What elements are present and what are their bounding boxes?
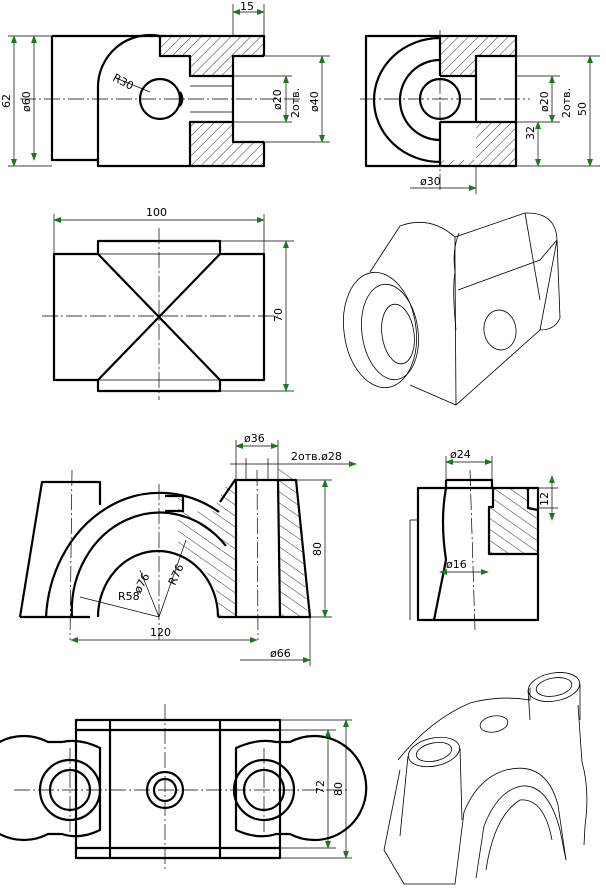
part1-front-dim-d60: ø60 xyxy=(20,91,33,112)
part1-side-dim-d20: ø20 xyxy=(538,91,551,112)
part2-iso-body xyxy=(383,688,588,885)
part1-side-dim-d20-note: 2отв. xyxy=(560,88,573,118)
part1-side-section-hatch-lower xyxy=(440,122,516,166)
part2-front-left-centerline xyxy=(69,469,73,641)
part2-side-dim-d24: ø24 xyxy=(450,448,471,461)
part1-front-boss-arc xyxy=(96,33,161,160)
part2-side-dim-d16: ø16 xyxy=(446,558,467,571)
part2-front-view: R58 ø76 R76 120 ø36 2отв.ø28 80 ø66 xyxy=(18,432,357,666)
part2-side-outline xyxy=(416,486,540,622)
part2-side-section-hatch xyxy=(489,488,538,554)
part1-side-outer-arc xyxy=(372,36,441,164)
part2-front-dim-d66: ø66 xyxy=(270,647,291,660)
part1-top-view: 100 70 xyxy=(42,206,294,400)
part2-front-bore xyxy=(234,479,282,618)
part2-front-right-centerline xyxy=(256,469,259,641)
part2-top-left-ear xyxy=(0,734,102,842)
part1-iso-body xyxy=(369,212,561,406)
part1-side-inner-arc xyxy=(398,58,441,142)
part2-front-dim-d76: ø76 xyxy=(131,571,152,595)
part2-iso-arch-inner xyxy=(475,785,567,879)
part2-front-inner-arch xyxy=(70,511,227,618)
part1-front-view: 15 R30 62 ø60 ø20 2отв. ø40 xyxy=(0,0,330,168)
part1-side-dim-50: 50 xyxy=(576,102,589,116)
part2-side-profile-curve xyxy=(432,487,448,621)
part2-iso-right-boss xyxy=(527,672,581,702)
part1-top-dim-100: 100 xyxy=(146,206,167,219)
part2-front-outline xyxy=(18,478,312,619)
part1-iso-bore xyxy=(381,303,415,365)
part1-front-dim-d20-note: 2отв. xyxy=(289,88,302,118)
part1-front-section-hatch-lower xyxy=(190,122,264,166)
part1-iso-boss-outer xyxy=(343,271,417,389)
part2-front-section-hatch xyxy=(178,482,236,617)
part1-iso-boss-inner xyxy=(361,283,419,381)
part1-side-dim-32: 32 xyxy=(524,126,537,140)
part2-front-dim-d36: ø36 xyxy=(244,432,265,445)
part2-top-outline xyxy=(74,718,282,860)
part1-front-hole-cut xyxy=(179,91,184,107)
part1-iso-split-line xyxy=(453,232,460,331)
part1-top-cross xyxy=(97,253,221,381)
part1-front-dim-r30: R30 xyxy=(111,71,136,93)
part1-front-dim-d20: ø20 xyxy=(271,89,284,110)
part1-side-view: ø20 2отв. 32 50 ø30 xyxy=(360,30,600,194)
part2-isometric xyxy=(383,672,588,885)
part2-top-view: 72 80 xyxy=(0,704,368,870)
part2-front-section-hatch-right xyxy=(278,466,308,617)
part2-side-dim-12: 12 xyxy=(538,492,551,506)
part2-iso-right-hole xyxy=(535,677,573,697)
part2-top-dim-72: 72 xyxy=(314,780,327,794)
part2-side-centerline xyxy=(469,469,476,631)
part1-front-section-hatch xyxy=(160,36,264,76)
part1-front-bore-hidden xyxy=(190,85,233,113)
part2-front-notch xyxy=(165,494,185,513)
part2-front-dim-r76: R76 xyxy=(166,562,187,587)
part2-front-dim-r58: R58 xyxy=(118,590,140,603)
part2-top-dim-80: 80 xyxy=(332,782,345,796)
part2-top-right-ear xyxy=(234,734,368,842)
part1-side-dim-d30: ø30 xyxy=(420,175,441,188)
part2-iso-left-boss xyxy=(408,736,460,768)
part2-iso-left-hole xyxy=(415,742,453,762)
part2-iso-mid-hole xyxy=(479,715,509,733)
part2-front-dim-80: 80 xyxy=(311,542,324,556)
part2-front-dim-120: 120 xyxy=(150,626,171,639)
part1-isometric xyxy=(343,212,561,406)
part1-front-dim-62: 62 xyxy=(0,94,13,108)
part2-side-view: ø24 12 ø16 xyxy=(409,448,558,631)
part1-top-dim-70: 70 xyxy=(272,308,285,322)
part1-iso-side-hole xyxy=(483,309,517,351)
part2-front-dim-d28: 2отв.ø28 xyxy=(291,450,342,463)
part1-front-dim-d40: ø40 xyxy=(308,91,321,112)
part1-front-dim-15: 15 xyxy=(240,0,254,13)
